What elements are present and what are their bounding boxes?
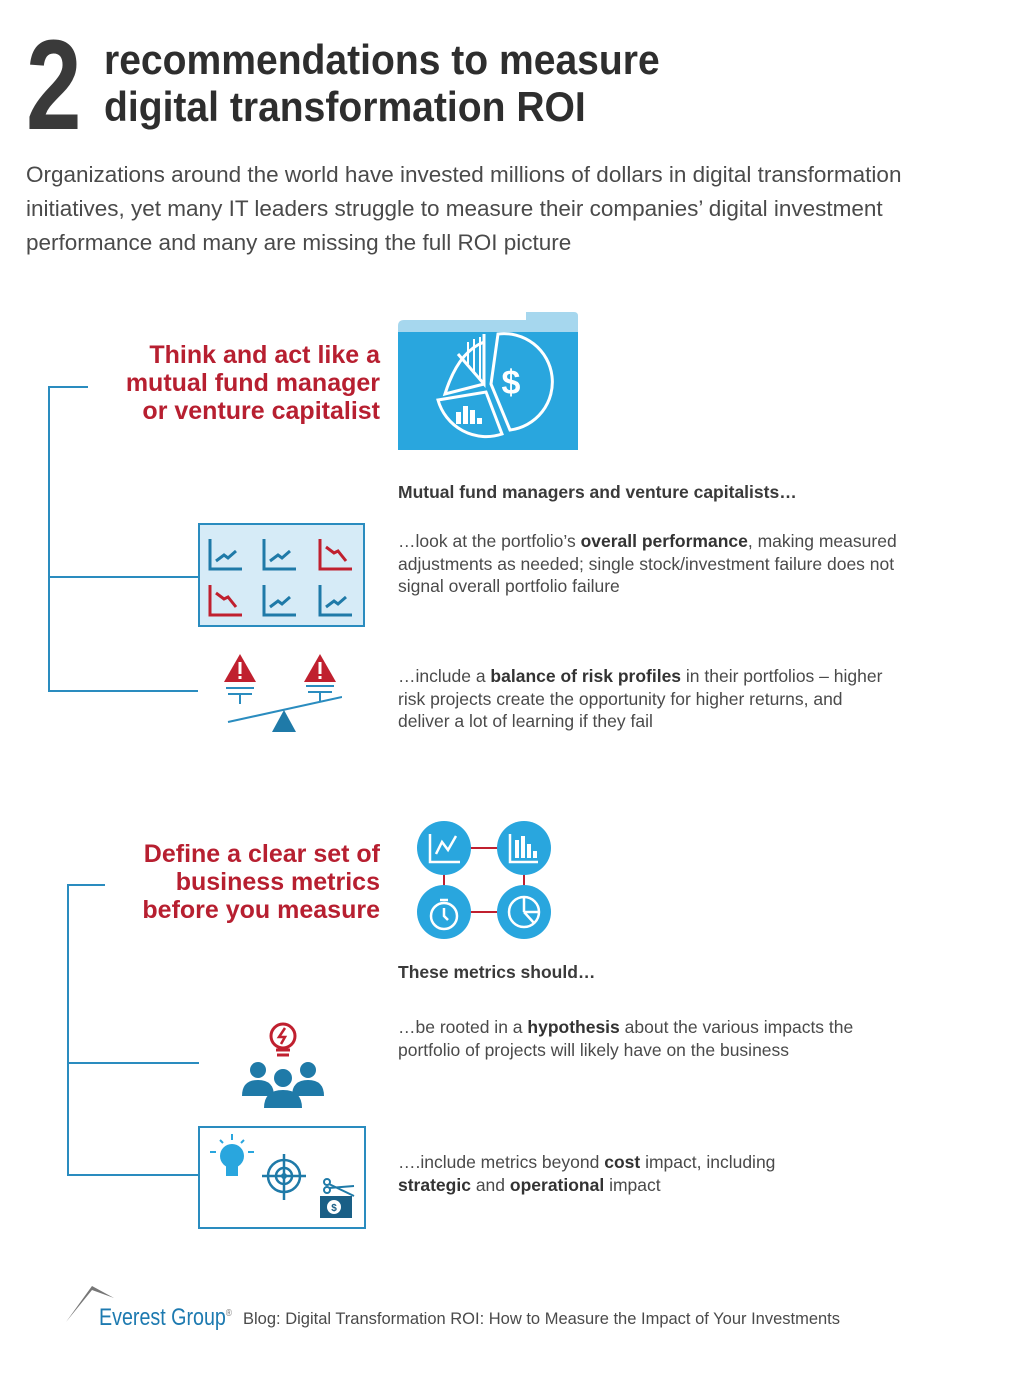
bracket-line xyxy=(67,1062,199,1064)
svg-text:$: $ xyxy=(331,1203,337,1214)
impact-types-icon: $ xyxy=(198,1126,366,1234)
bracket-line xyxy=(67,884,105,886)
recommendation-2-heading: Define a clear set of business metrics b… xyxy=(142,840,380,924)
page-title: recommendations to measure digital trans… xyxy=(104,36,660,130)
footer-brand: Everest Group® xyxy=(99,1304,232,1331)
recommendation-1-point-1: …look at the portfolio’s overall perform… xyxy=(398,531,897,596)
recommendation-1-heading: Think and act like a mutual fund manager… xyxy=(125,341,380,425)
bracket-line xyxy=(67,884,69,1176)
folder-pie-chart-dollar-icon: $ xyxy=(398,312,578,455)
recommendation-1-subheading: Mutual fund managers and venture capital… xyxy=(398,482,797,502)
bracket-line xyxy=(67,1174,199,1176)
recommendation-2-point-2: ….include metrics beyond cost impact, in… xyxy=(398,1152,776,1195)
metrics-network-icon xyxy=(416,818,554,945)
recommendation-2-subheading: These metrics should… xyxy=(398,962,596,982)
team-idea-icon xyxy=(240,1020,326,1113)
svg-text:$: $ xyxy=(502,364,521,402)
footer-source-link[interactable]: Blog: Digital Transformation ROI: How to… xyxy=(243,1310,841,1328)
bracket-line xyxy=(48,576,200,578)
bracket-line xyxy=(48,690,198,692)
bracket-line xyxy=(48,386,50,692)
portfolio-trend-charts-icon xyxy=(198,523,365,632)
recommendation-2-point-1: …be rooted in a hypothesis about the var… xyxy=(398,1017,854,1060)
recommendation-1-point-2: …include a balance of risk profiles in t… xyxy=(398,666,883,731)
intro-paragraph: Organizations around the world have inve… xyxy=(26,162,902,255)
big-number: 2 xyxy=(26,14,82,157)
bracket-line xyxy=(48,386,88,388)
risk-balance-scale-icon xyxy=(222,652,343,741)
